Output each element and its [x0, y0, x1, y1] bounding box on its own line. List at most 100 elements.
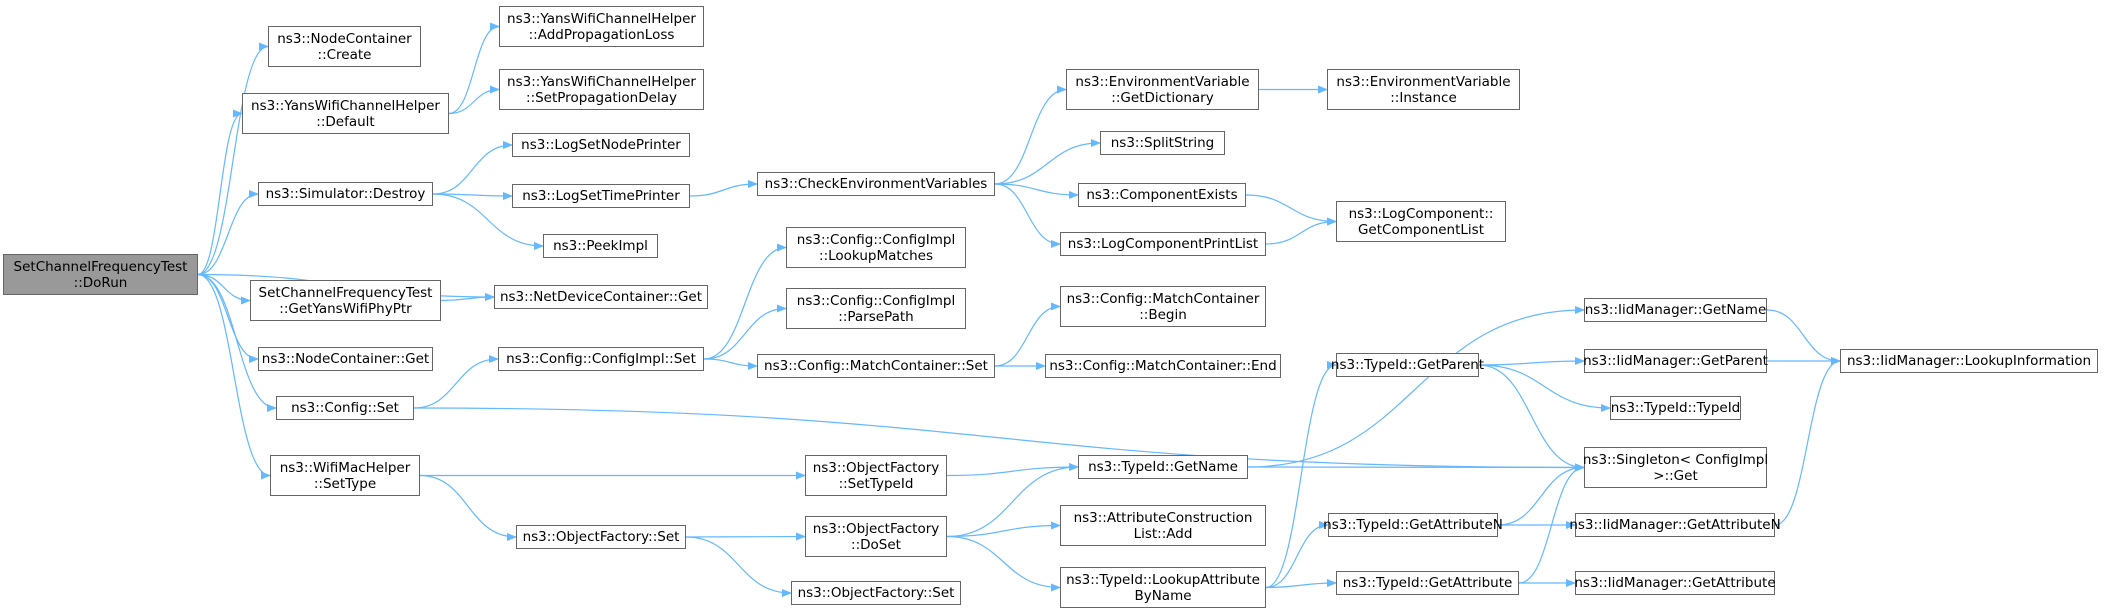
call-edge-n34-n40: [1478, 364, 1585, 472]
call-edge-n20-n21: [703, 243, 787, 360]
node-label: ::GetYansWifiPhyPtr: [279, 300, 412, 317]
node-configimpl-parsepath[interactable]: ns3::Config::ConfigImpl::ParsePath: [786, 288, 966, 329]
call-edge-n5-n8: [432, 193, 544, 250]
node-logsettimeprinter[interactable]: ns3::LogSetTimePrinter: [512, 184, 690, 208]
node-checkenvironmentvariables[interactable]: ns3::CheckEnvironmentVariables: [757, 172, 995, 196]
call-edge-n28-n30: [685, 536, 792, 597]
node-matchcontainer-end[interactable]: ns3::Config::MatchContainer::End: [1045, 354, 1281, 378]
call-edge-n28-n29: [685, 532, 806, 541]
call-edge-n37-n43: [1766, 309, 1841, 365]
node-label: ns3::ObjectFactory: [812, 459, 940, 476]
node-environmentvariable-getdictionary[interactable]: ns3::EnvironmentVariable::GetDictionary: [1066, 69, 1259, 110]
node-label: ::SetTypeId: [838, 475, 914, 492]
call-edge-n2-n4: [448, 85, 500, 115]
node-matchcontainer-set[interactable]: ns3::Config::MatchContainer::Set: [757, 354, 995, 378]
node-singleton-configimpl-get[interactable]: ns3::Singleton< ConfigImpl >::Get: [1582, 447, 1769, 488]
node-yanswifichannelhelper-addpropagationloss[interactable]: ns3::YansWifiChannelHelper::AddPropagati…: [499, 6, 704, 47]
call-edge-n13-n15: [1245, 194, 1337, 226]
node-label: ns3::ObjectFactory::Set: [522, 529, 680, 545]
node-label: ns3::IidManager::GetAttributeN: [1569, 517, 1781, 533]
node-label: ::DoRun: [73, 274, 128, 291]
node-label: ns3::Simulator::Destroy: [265, 186, 426, 202]
call-edge-n0-n1: [197, 42, 269, 276]
node-objectfactory-set[interactable]: ns3::ObjectFactory::Set: [516, 525, 686, 549]
node-typeid-getparent[interactable]: ns3::TypeId::GetParent: [1331, 353, 1484, 377]
node-simulator-destroy[interactable]: ns3::Simulator::Destroy: [258, 182, 433, 206]
node-label: SetChannelFrequencyTest: [258, 284, 433, 301]
node-label: ns3::LogSetTimePrinter: [522, 188, 680, 204]
node-label: SetChannelFrequencyTest: [13, 258, 188, 275]
call-edge-n31-n40: [1247, 463, 1585, 472]
node-label: ns3::LogComponentPrintList: [1067, 236, 1259, 252]
call-edge-n9-n10: [994, 85, 1067, 185]
node-objectfactory-doset[interactable]: ns3::ObjectFactory::DoSet: [805, 516, 947, 557]
node-iidmanager-getparent[interactable]: ns3::IidManager::GetParent: [1583, 349, 1768, 373]
call-edge-n9-n13: [994, 183, 1079, 199]
node-iidmanager-getattribute[interactable]: ns3::IidManager::GetAttribute: [1574, 571, 1776, 595]
node-label: ns3::CheckEnvironmentVariables: [764, 176, 988, 192]
node-logcomponentprintlist[interactable]: ns3::LogComponentPrintList: [1060, 232, 1266, 256]
node-objectfactory-set-overload[interactable]: ns3::ObjectFactory::Set: [791, 581, 961, 605]
node-iidmanager-getname[interactable]: ns3::IidManager::GetName: [1584, 298, 1767, 322]
node-logsetnodeprinter[interactable]: ns3::LogSetNodePrinter: [512, 133, 690, 157]
call-edge-n2-n3: [448, 22, 500, 115]
node-logcomponent-getcomponentlist[interactable]: ns3::LogComponent::GetComponentList: [1336, 201, 1506, 242]
node-environmentvariable-instance[interactable]: ns3::EnvironmentVariable::Instance: [1327, 69, 1520, 110]
node-config-set[interactable]: ns3::Config::Set: [276, 396, 414, 420]
node-label: ::GetDictionary: [1111, 89, 1214, 106]
node-label: ns3::Singleton< ConfigImpl: [1582, 451, 1769, 468]
node-splitstring[interactable]: ns3::SplitString: [1100, 131, 1225, 155]
node-label: ns3::TypeId::GetName: [1088, 459, 1238, 475]
call-edge-n34-n38: [1478, 357, 1585, 366]
call-edge-n35-n40: [1497, 463, 1585, 526]
node-config-configimpl-set[interactable]: ns3::Config::ConfigImpl::Set: [498, 347, 704, 371]
call-edge-n0-n18: [197, 273, 259, 363]
node-wifimachelper-settype[interactable]: ns3::WifiMacHelper::SetType: [270, 455, 420, 496]
node-setchannelfrequencytest-dorun[interactable]: SetChannelFrequencyTest::DoRun: [3, 254, 198, 295]
node-label: ns3::TypeId::LookupAttribute: [1066, 571, 1260, 588]
node-componentexists[interactable]: ns3::ComponentExists: [1078, 183, 1246, 207]
node-label: GetComponentList: [1357, 221, 1485, 238]
call-edge-n7-n9: [689, 180, 758, 197]
node-label: ByName: [1134, 587, 1192, 604]
node-iidmanager-lookupinformation[interactable]: ns3::IidManager::LookupInformation: [1840, 349, 2098, 373]
node-typeid-getattribute[interactable]: ns3::TypeId::GetAttribute: [1336, 571, 1519, 595]
node-objectfactory-settypeid[interactable]: ns3::ObjectFactory::SetTypeId: [805, 455, 947, 496]
node-label: ns3::Config::ConfigImpl::Set: [506, 351, 696, 367]
call-edge-n31-n37: [1247, 306, 1585, 468]
node-matchcontainer-begin[interactable]: ns3::Config::MatchContainer::Begin: [1060, 286, 1266, 327]
node-label: ns3::IidManager::GetParent: [1583, 353, 1768, 369]
node-nodecontainer-get[interactable]: ns3::NodeContainer::Get: [258, 347, 433, 371]
node-label: ns3::ObjectFactory: [812, 520, 940, 537]
node-nodecontainer-create[interactable]: ns3::NodeContainer::Create: [268, 26, 421, 67]
node-typeid-getname[interactable]: ns3::TypeId::GetName: [1078, 455, 1248, 479]
call-edge-n0-n26: [197, 273, 271, 480]
node-peekimpl[interactable]: ns3::PeekImpl: [543, 234, 658, 258]
node-configimpl-lookupmatches[interactable]: ns3::Config::ConfigImpl::LookupMatches: [786, 227, 966, 268]
node-label: ns3::LogSetNodePrinter: [521, 137, 681, 153]
node-label: >::Get: [1653, 467, 1698, 484]
node-label: ::Begin: [1139, 306, 1187, 323]
call-edge-n19-n40: [413, 407, 1585, 472]
call-edge-n0-n19: [197, 273, 277, 412]
node-setchannelfrequencytest-getyanswifiphyptr[interactable]: SetChannelFrequencyTest::GetYansWifiPhyP…: [250, 280, 441, 321]
node-typeid-typeid[interactable]: ns3::TypeId::TypeId: [1610, 396, 1741, 420]
node-netdevicecontainer-get[interactable]: ns3::NetDeviceContainer::Get: [494, 285, 708, 309]
node-label: ns3::YansWifiChannelHelper: [507, 10, 696, 27]
node-iidmanager-getattributen[interactable]: ns3::IidManager::GetAttributeN: [1569, 513, 1781, 537]
call-edge-n29-n31: [946, 463, 1079, 538]
node-label: ns3::Config::ConfigImpl: [796, 231, 956, 248]
call-edge-n36-n40: [1518, 463, 1585, 584]
call-edge-n33-n34: [1265, 361, 1337, 589]
node-yanswifichannelhelper-setpropagationdelay[interactable]: ns3::YansWifiChannelHelper::SetPropagati…: [499, 69, 704, 110]
node-label: ns3::NetDeviceContainer::Get: [499, 289, 703, 305]
node-yanswifichannelhelper-default[interactable]: ns3::YansWifiChannelHelper::Default: [242, 93, 449, 134]
call-edge-n33-n36: [1265, 579, 1337, 589]
node-typeid-getattributen[interactable]: ns3::TypeId::GetAttributeN: [1323, 513, 1503, 537]
node-label: ns3::Config::MatchContainer::End: [1049, 358, 1277, 374]
node-label: ::Default: [316, 113, 375, 130]
call-edge-n23-n24: [994, 302, 1061, 367]
